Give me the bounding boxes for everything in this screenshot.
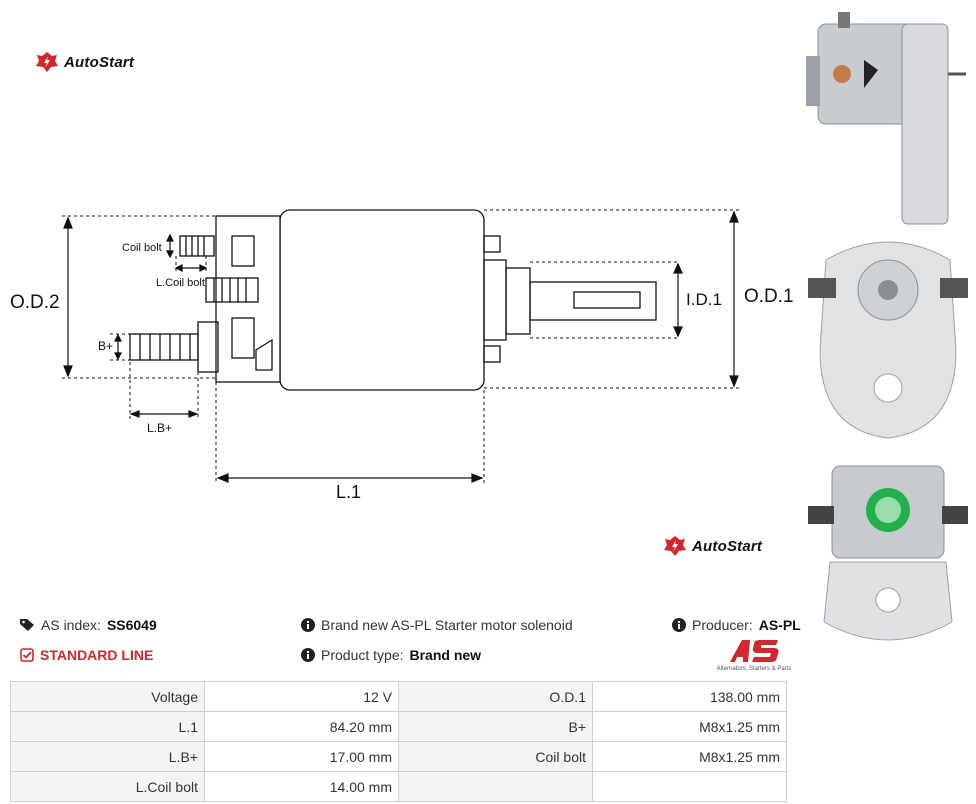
as-index-value: SS6049 xyxy=(106,617,157,633)
as-index: AS index: SS6049 xyxy=(20,617,157,633)
tag-icon xyxy=(20,619,34,631)
standard-line-label: STANDARD LINE xyxy=(40,647,154,663)
info-icon xyxy=(301,648,315,662)
spec-key: Voltage xyxy=(10,681,205,712)
l-coil-bolt-label: L.Coil bolt xyxy=(156,277,205,289)
spec-key: L.Coil bolt xyxy=(10,771,205,802)
od2-label: O.D.2 xyxy=(10,292,60,313)
spec-value: M8x1.25 mm xyxy=(592,741,787,772)
spec-key xyxy=(398,771,593,802)
solenoid-diagram: Coil bolt L.Coil bolt B+ L.B+ O.D.2 O.D.… xyxy=(10,209,794,502)
as-pl-logo-icon xyxy=(730,640,779,662)
spec-value: 14.00 mm xyxy=(204,771,399,802)
autostart-logo-icon xyxy=(36,52,58,72)
as-pl-logo: Alternators, Starters & Parts xyxy=(714,640,794,672)
spec-value xyxy=(592,771,787,802)
producer-label: Producer: xyxy=(692,617,753,633)
product-photo-front[interactable] xyxy=(806,452,970,658)
description-text: Brand new AS-PL Starter motor solenoid xyxy=(321,617,573,633)
as-index-label: AS index: xyxy=(41,617,101,633)
producer-value: AS-PL xyxy=(758,617,801,633)
product-line: STANDARD LINE xyxy=(20,647,153,663)
spec-value: 138.00 mm xyxy=(592,681,787,712)
product-description: Brand new AS-PL Starter motor solenoid xyxy=(301,617,573,633)
info-icon xyxy=(301,618,315,632)
product-type-value: Brand new xyxy=(409,647,482,663)
checkbox-icon xyxy=(20,648,34,662)
spec-key: B+ xyxy=(398,711,593,742)
brand-logo-secondary: AutoStart xyxy=(664,536,762,556)
spec-value: M8x1.25 mm xyxy=(592,711,787,742)
spec-value: 12 V xyxy=(204,681,399,712)
spec-key: O.D.1 xyxy=(398,681,593,712)
brand-name: AutoStart xyxy=(64,53,135,71)
spec-key: Coil bolt xyxy=(398,741,593,772)
producer: Producer: AS-PL xyxy=(672,617,801,633)
autostart-logo-icon xyxy=(664,536,686,556)
brand-logo: AutoStart xyxy=(36,52,134,72)
product-type-label: Product type: xyxy=(321,647,404,663)
od1-label: O.D.1 xyxy=(744,286,794,307)
brand-name-secondary: AutoStart xyxy=(692,537,763,555)
product-photo-rear[interactable] xyxy=(806,230,970,442)
product-type: Product type: Brand new xyxy=(301,647,481,663)
info-icon xyxy=(672,618,686,632)
spec-value: 17.00 mm xyxy=(204,741,399,772)
product-photo-side[interactable] xyxy=(806,4,970,228)
b-plus-label: B+ xyxy=(98,339,113,353)
spec-key: L.B+ xyxy=(10,741,205,772)
id1-label: I.D.1 xyxy=(686,290,722,309)
l1-label: L.1 xyxy=(336,482,361,502)
as-pl-logo-sub: Alternators, Starters & Parts xyxy=(716,666,792,672)
coil-bolt-label: Coil bolt xyxy=(122,242,162,254)
spec-key: L.1 xyxy=(10,711,205,742)
l-b-plus-label: L.B+ xyxy=(147,421,172,435)
spec-value: 84.20 mm xyxy=(204,711,399,742)
